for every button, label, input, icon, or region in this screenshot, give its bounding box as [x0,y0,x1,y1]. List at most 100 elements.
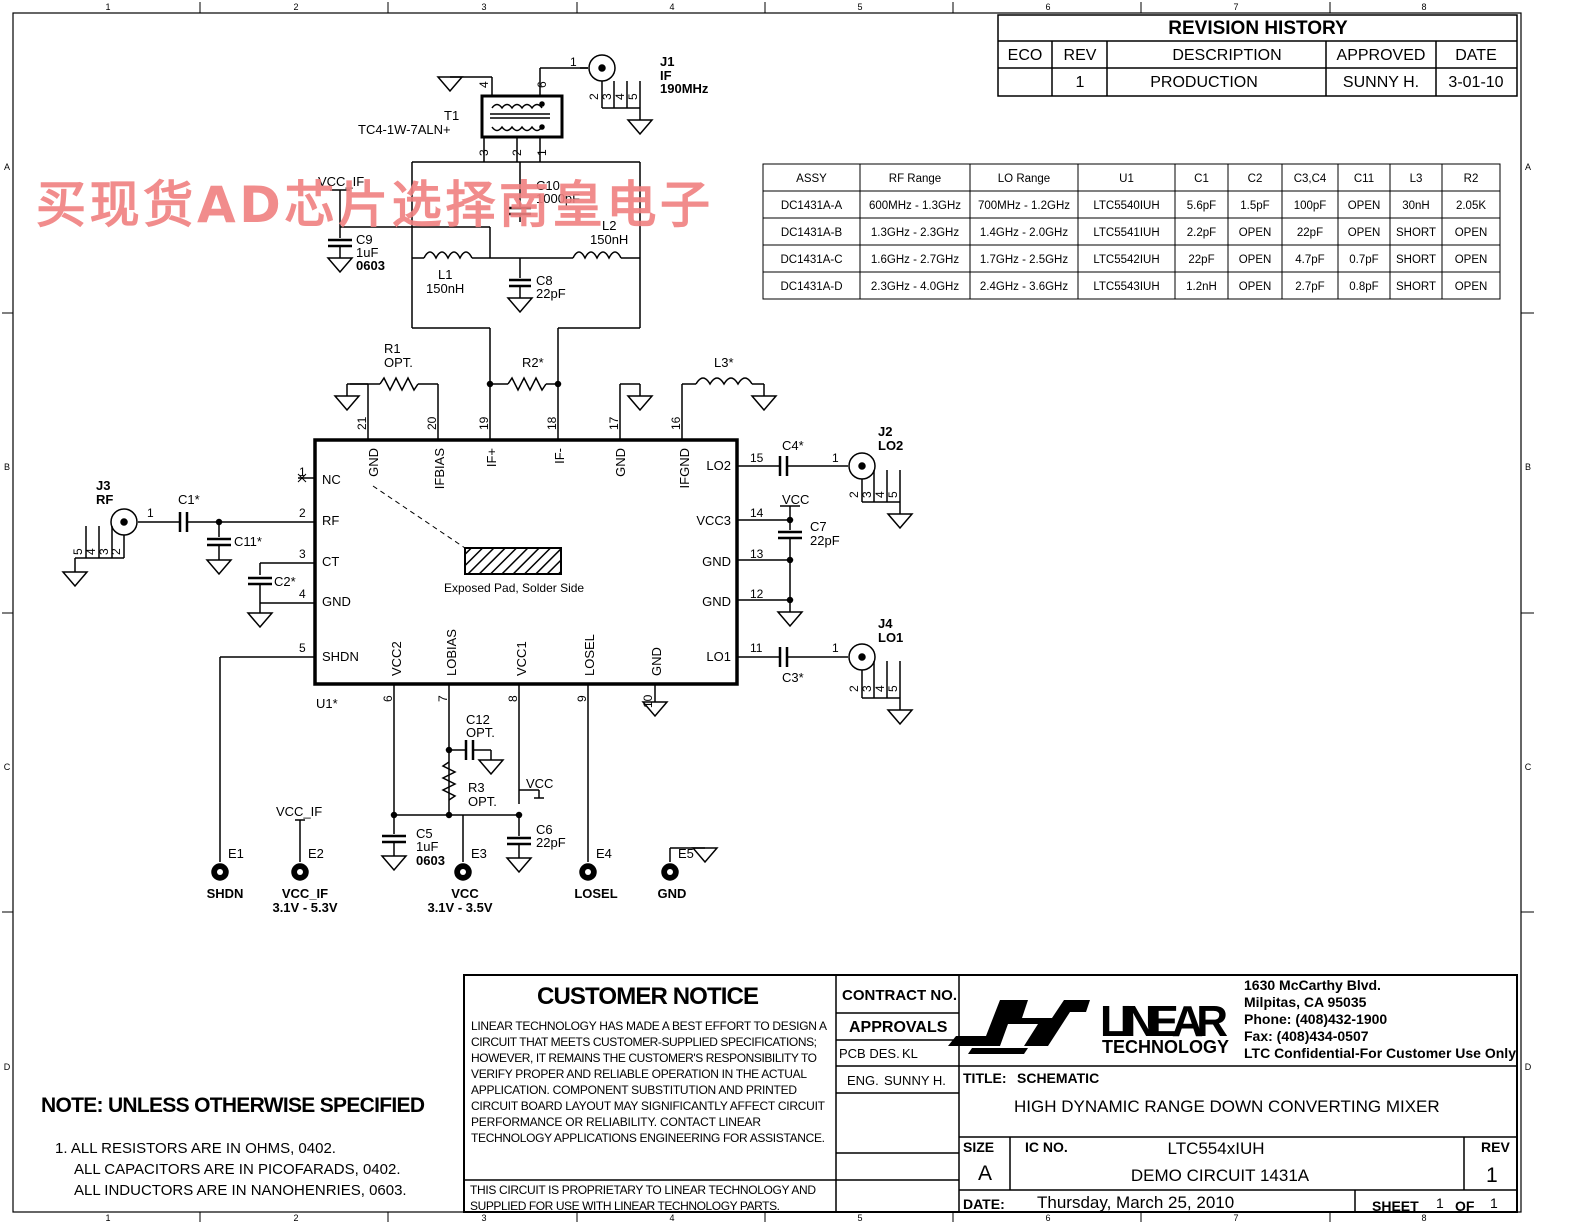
assy-table-cell: SHORT [1396,227,1436,239]
assy-table-cell: 2.4GHz - 3.6GHz [980,281,1068,293]
logo-subtitle: TECHNOLOGY [1102,1037,1229,1057]
c11-ref: C11* [234,534,262,549]
l2-inductor [572,251,622,260]
title-value: SCHEMATIC [1017,1070,1099,1086]
col-label-top: 2 [293,2,298,12]
vcc-if-net: VCC_IF [318,174,364,189]
note-line: 1. ALL RESISTORS ARE IN OHMS, 0402. [55,1140,336,1157]
notice-line: HOWEVER, IT REMAINS THE CUSTOMER'S RESPO… [471,1051,817,1065]
sheet-label: SHEET [1372,1198,1419,1214]
assy-table-cell: 1.3GHz - 2.3GHz [871,227,959,239]
linear-technology-logo [948,1000,1090,1054]
pin-number: 1 [299,465,306,479]
rev-header-date: DATE [1455,47,1496,64]
col-label-top: 5 [857,2,862,12]
pin-number: 7 [436,695,450,702]
assy-header-cell: ASSY [796,173,827,185]
vcc-net-bottom: VCC [526,776,553,791]
j2-name: LO2 [878,438,903,453]
col-label-bottom: 7 [1233,1213,1238,1223]
transformer-pin: 2 [510,149,524,156]
date-label: DATE: [963,1196,1005,1212]
col-label-bottom: 2 [293,1213,298,1223]
c8-value: 22pF [536,286,566,301]
c4-ref: C4* [782,438,804,453]
assy-table-cell: 22pF [1188,254,1214,266]
assy-table-cell: OPEN [1239,227,1272,239]
connector-pin: 2 [847,491,861,498]
connector-pin: 4 [873,685,887,692]
col-label-top: 8 [1421,2,1426,12]
pin-name-gnd-right2: GND [702,594,731,609]
ground-symbols [61,76,914,874]
pin-name-lobias: LOBIAS [444,629,459,676]
e1-ref: E1 [228,846,244,861]
assy-table-cell: DC1431A-A [781,200,843,212]
assy-table-cell: 2.7pF [1295,281,1324,293]
e3-label: VCC [451,886,479,901]
schematic-labels: T1 TC4-1W-7ALN+ J1 IF 190MHz VCC_IF C9 1… [71,54,903,915]
col-label-top: 1 [105,2,110,12]
assy-header-cell: C3,C4 [1294,173,1327,185]
c10-value: 1000pF [536,191,580,206]
assy-table-cell: 2.2pF [1187,227,1216,239]
vcc-if-net-e2: VCC_IF [276,804,322,819]
company-city: Milpitas, CA 95035 [1244,994,1367,1010]
pin-name-gnd-left: GND [322,594,351,609]
connector-pin: 1 [570,55,577,69]
transformer-pin: 6 [535,81,549,88]
transformer-pin: 3 [477,149,491,156]
l1-ref: L1 [438,267,452,282]
assy-table-cell: 4.7pF [1295,254,1324,266]
assy-table-cell: DC1431A-C [781,254,843,266]
r3-value: OPT. [468,794,497,809]
connector-pin: 2 [587,93,601,100]
pin-name-ct: CT [322,554,339,569]
j1-name: IF [660,68,672,83]
transformer-pin: 1 [535,149,549,156]
e2-ref: E2 [308,846,324,861]
assy-table-cell: 700MHz - 1.2GHz [978,200,1070,212]
assy-table-cell: LTC5540IUH [1093,200,1159,212]
j3-name: RF [96,492,113,507]
connector-pin: 3 [600,93,614,100]
watermark-text: 买现货AD芯片选择南皇电子 [36,176,710,234]
schematic-wires [61,54,914,881]
c9-value: 1uF [356,245,378,260]
e4-label: LOSEL [574,886,617,901]
pin-number: 12 [750,587,764,601]
col-label-bottom: 3 [481,1213,486,1223]
pin-name-shdn: SHDN [322,649,359,664]
pin-number: 21 [355,416,369,430]
note-line: ALL CAPACITORS ARE IN PICOFARADS, 0402. [74,1161,401,1178]
assy-table-cell: 0.8pF [1349,281,1378,293]
pin-number: 4 [299,587,306,601]
c6-ref: C6 [536,822,553,837]
row-label-right: B [1525,462,1531,472]
pin-name-ifbias: IFBIAS [432,448,447,490]
vcc-net-right: VCC [782,492,809,507]
assy-table-border [762,163,1501,300]
connector-pin: 4 [873,491,887,498]
company-fax: Fax: (408)434-0507 [1244,1028,1369,1044]
pin-number: 6 [381,695,395,702]
connector-pin: 1 [147,506,154,520]
c9-ref: C9 [356,232,373,247]
connector-pin: 1 [832,451,839,465]
e4-ref: E4 [596,846,612,861]
pin-name-gnd-right1: GND [702,554,731,569]
e1-label: SHDN [207,886,244,901]
c5-package: 0603 [416,853,445,868]
l2-value: 150nH [590,232,628,247]
approvals-title: APPROVALS [849,1019,948,1036]
company-phone: Phone: (408)432-1900 [1244,1011,1387,1027]
assy-table-cell: OPEN [1455,254,1488,266]
rev-cell-date: 3-01-10 [1448,74,1503,91]
connector-pin: 3 [97,548,111,555]
assy-header-cell: RF Range [889,173,941,185]
rev-header-eco: ECO [1008,47,1043,64]
pin-number: 10 [641,694,655,708]
exposed-pad-label: Exposed Pad, Solder Side [444,581,584,595]
assy-table-cell: OPEN [1455,227,1488,239]
j1-freq: 190MHz [660,81,709,96]
